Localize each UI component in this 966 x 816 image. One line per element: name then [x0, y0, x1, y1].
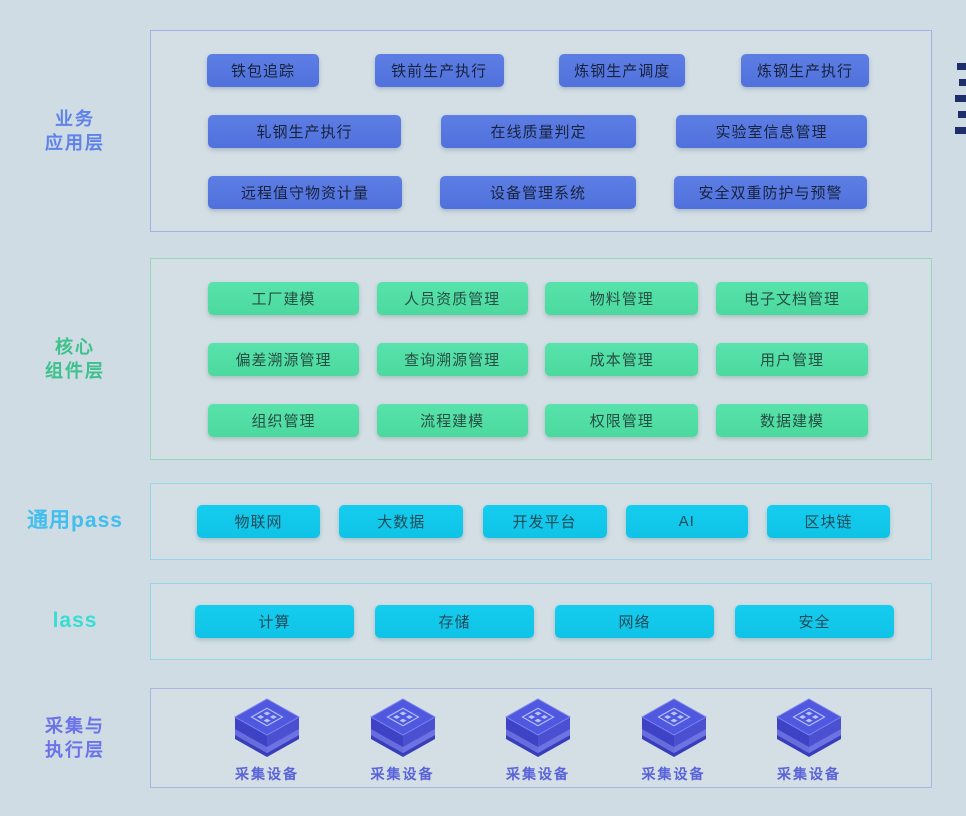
core-component-button[interactable]: 查询溯源管理	[376, 343, 528, 376]
iaas-resource-button[interactable]: 计算	[195, 605, 354, 638]
collect-layer-label: 采集与 执行层	[45, 715, 105, 760]
device-cube-icon	[634, 695, 714, 762]
iaas-resource-button[interactable]: 网络	[555, 605, 714, 638]
business-row-3: 远程值守物资计量 设备管理系统 安全双重防护与预警	[151, 176, 931, 209]
paas-service-button[interactable]: 大数据	[339, 505, 464, 538]
business-layer-panel: 铁包追踪 铁前生产执行 炼钢生产调度 炼钢生产执行 轧钢生产执行 在线质量判定 …	[150, 30, 932, 232]
device-label: 采集设备	[641, 766, 706, 782]
edge-mark	[955, 95, 966, 102]
business-app-button[interactable]: 轧钢生产执行	[208, 115, 401, 148]
paas-layer-label: 通用pass	[27, 509, 123, 533]
device-cube-icon	[498, 695, 578, 762]
collect-device[interactable]: 采集设备	[207, 695, 327, 784]
core-component-button[interactable]: 偏差溯源管理	[208, 343, 359, 376]
business-app-button[interactable]: 炼钢生产调度	[559, 54, 686, 87]
paas-service-button[interactable]: 区块链	[767, 505, 890, 538]
core-row-1: 工厂建模 人员资质管理 物料管理 电子文档管理	[151, 282, 931, 315]
paas-service-button[interactable]: AI	[625, 505, 748, 538]
core-component-button[interactable]: 工厂建模	[208, 282, 359, 315]
device-cube-icon	[227, 695, 307, 762]
core-row-2: 偏差溯源管理 查询溯源管理 成本管理 用户管理	[151, 343, 931, 376]
collect-device[interactable]: 采集设备	[614, 695, 734, 784]
device-cube-icon	[363, 695, 443, 762]
device-cube-icon	[769, 695, 849, 762]
business-app-button[interactable]: 远程值守物资计量	[208, 176, 402, 209]
business-layer-label: 业务 应用层	[45, 108, 105, 153]
right-edge-menu-icon[interactable]	[955, 63, 966, 134]
iaas-layer-panel: 计算 存储 网络 安全	[150, 583, 932, 660]
core-component-button[interactable]: 用户管理	[715, 343, 868, 376]
core-layer-panel: 工厂建模 人员资质管理 物料管理 电子文档管理 偏差溯源管理 查询溯源管理 成本…	[150, 258, 932, 460]
business-app-button[interactable]: 实验室信息管理	[676, 115, 867, 148]
device-row: 采集设备	[151, 689, 931, 788]
paas-service-button[interactable]: 开发平台	[482, 505, 607, 538]
core-component-button[interactable]: 成本管理	[545, 343, 699, 376]
collect-layer-row: 采集与 执行层	[0, 688, 966, 788]
device-label: 采集设备	[777, 766, 841, 782]
paas-layer-panel: 物联网 大数据 开发平台 AI 区块链	[150, 483, 932, 560]
core-component-button[interactable]: 数据建模	[715, 404, 868, 437]
business-row-2: 轧钢生产执行 在线质量判定 实验室信息管理	[151, 115, 931, 148]
paas-layer-row: 通用pass 物联网 大数据 开发平台 AI 区块链	[0, 483, 966, 560]
core-layer-row: 核心 组件层 工厂建模 人员资质管理 物料管理 电子文档管理 偏差溯源管理 查询…	[0, 258, 966, 460]
edge-mark	[959, 79, 966, 86]
iaas-resource-button[interactable]: 安全	[735, 605, 894, 638]
collect-device[interactable]: 采集设备	[478, 695, 598, 784]
iaas-layer-row: lass 计算 存储 网络 安全	[0, 583, 966, 660]
business-app-button[interactable]: 在线质量判定	[441, 115, 636, 148]
core-component-button[interactable]: 组织管理	[208, 404, 359, 437]
business-app-button[interactable]: 设备管理系统	[440, 176, 636, 209]
core-component-button[interactable]: 电子文档管理	[715, 282, 868, 315]
iaas-resource-button[interactable]: 存储	[375, 605, 534, 638]
collect-layer-panel: 采集设备	[150, 688, 932, 788]
collect-device[interactable]: 采集设备	[749, 695, 869, 784]
collect-device[interactable]: 采集设备	[343, 695, 463, 784]
core-layer-label: 核心 组件层	[45, 336, 105, 381]
core-component-button[interactable]: 物料管理	[545, 282, 699, 315]
core-component-button[interactable]: 人员资质管理	[376, 282, 528, 315]
core-component-button[interactable]: 流程建模	[376, 404, 528, 437]
device-label: 采集设备	[506, 766, 570, 782]
paas-service-button[interactable]: 物联网	[197, 505, 320, 538]
business-app-button[interactable]: 铁前生产执行	[374, 54, 504, 87]
edge-mark	[955, 127, 966, 134]
device-label: 采集设备	[235, 766, 299, 782]
edge-mark	[958, 111, 966, 118]
core-row-3: 组织管理 流程建模 权限管理 数据建模	[151, 404, 931, 437]
core-component-button[interactable]: 权限管理	[545, 404, 699, 437]
business-app-button[interactable]: 铁包追踪	[207, 54, 319, 87]
iaas-layer-label: lass	[52, 609, 98, 633]
business-app-button[interactable]: 安全双重防护与预警	[674, 176, 867, 209]
business-app-button[interactable]: 炼钢生产执行	[740, 54, 869, 87]
edge-mark	[957, 63, 966, 70]
iaas-row: 计算 存储 网络 安全	[151, 605, 931, 638]
business-layer-row: 业务 应用层 铁包追踪 铁前生产执行 炼钢生产调度 炼钢生产执行 轧钢生产执行 …	[0, 30, 966, 232]
business-row-1: 铁包追踪 铁前生产执行 炼钢生产调度 炼钢生产执行	[151, 54, 931, 87]
device-label: 采集设备	[370, 766, 435, 782]
paas-row: 物联网 大数据 开发平台 AI 区块链	[151, 505, 931, 538]
